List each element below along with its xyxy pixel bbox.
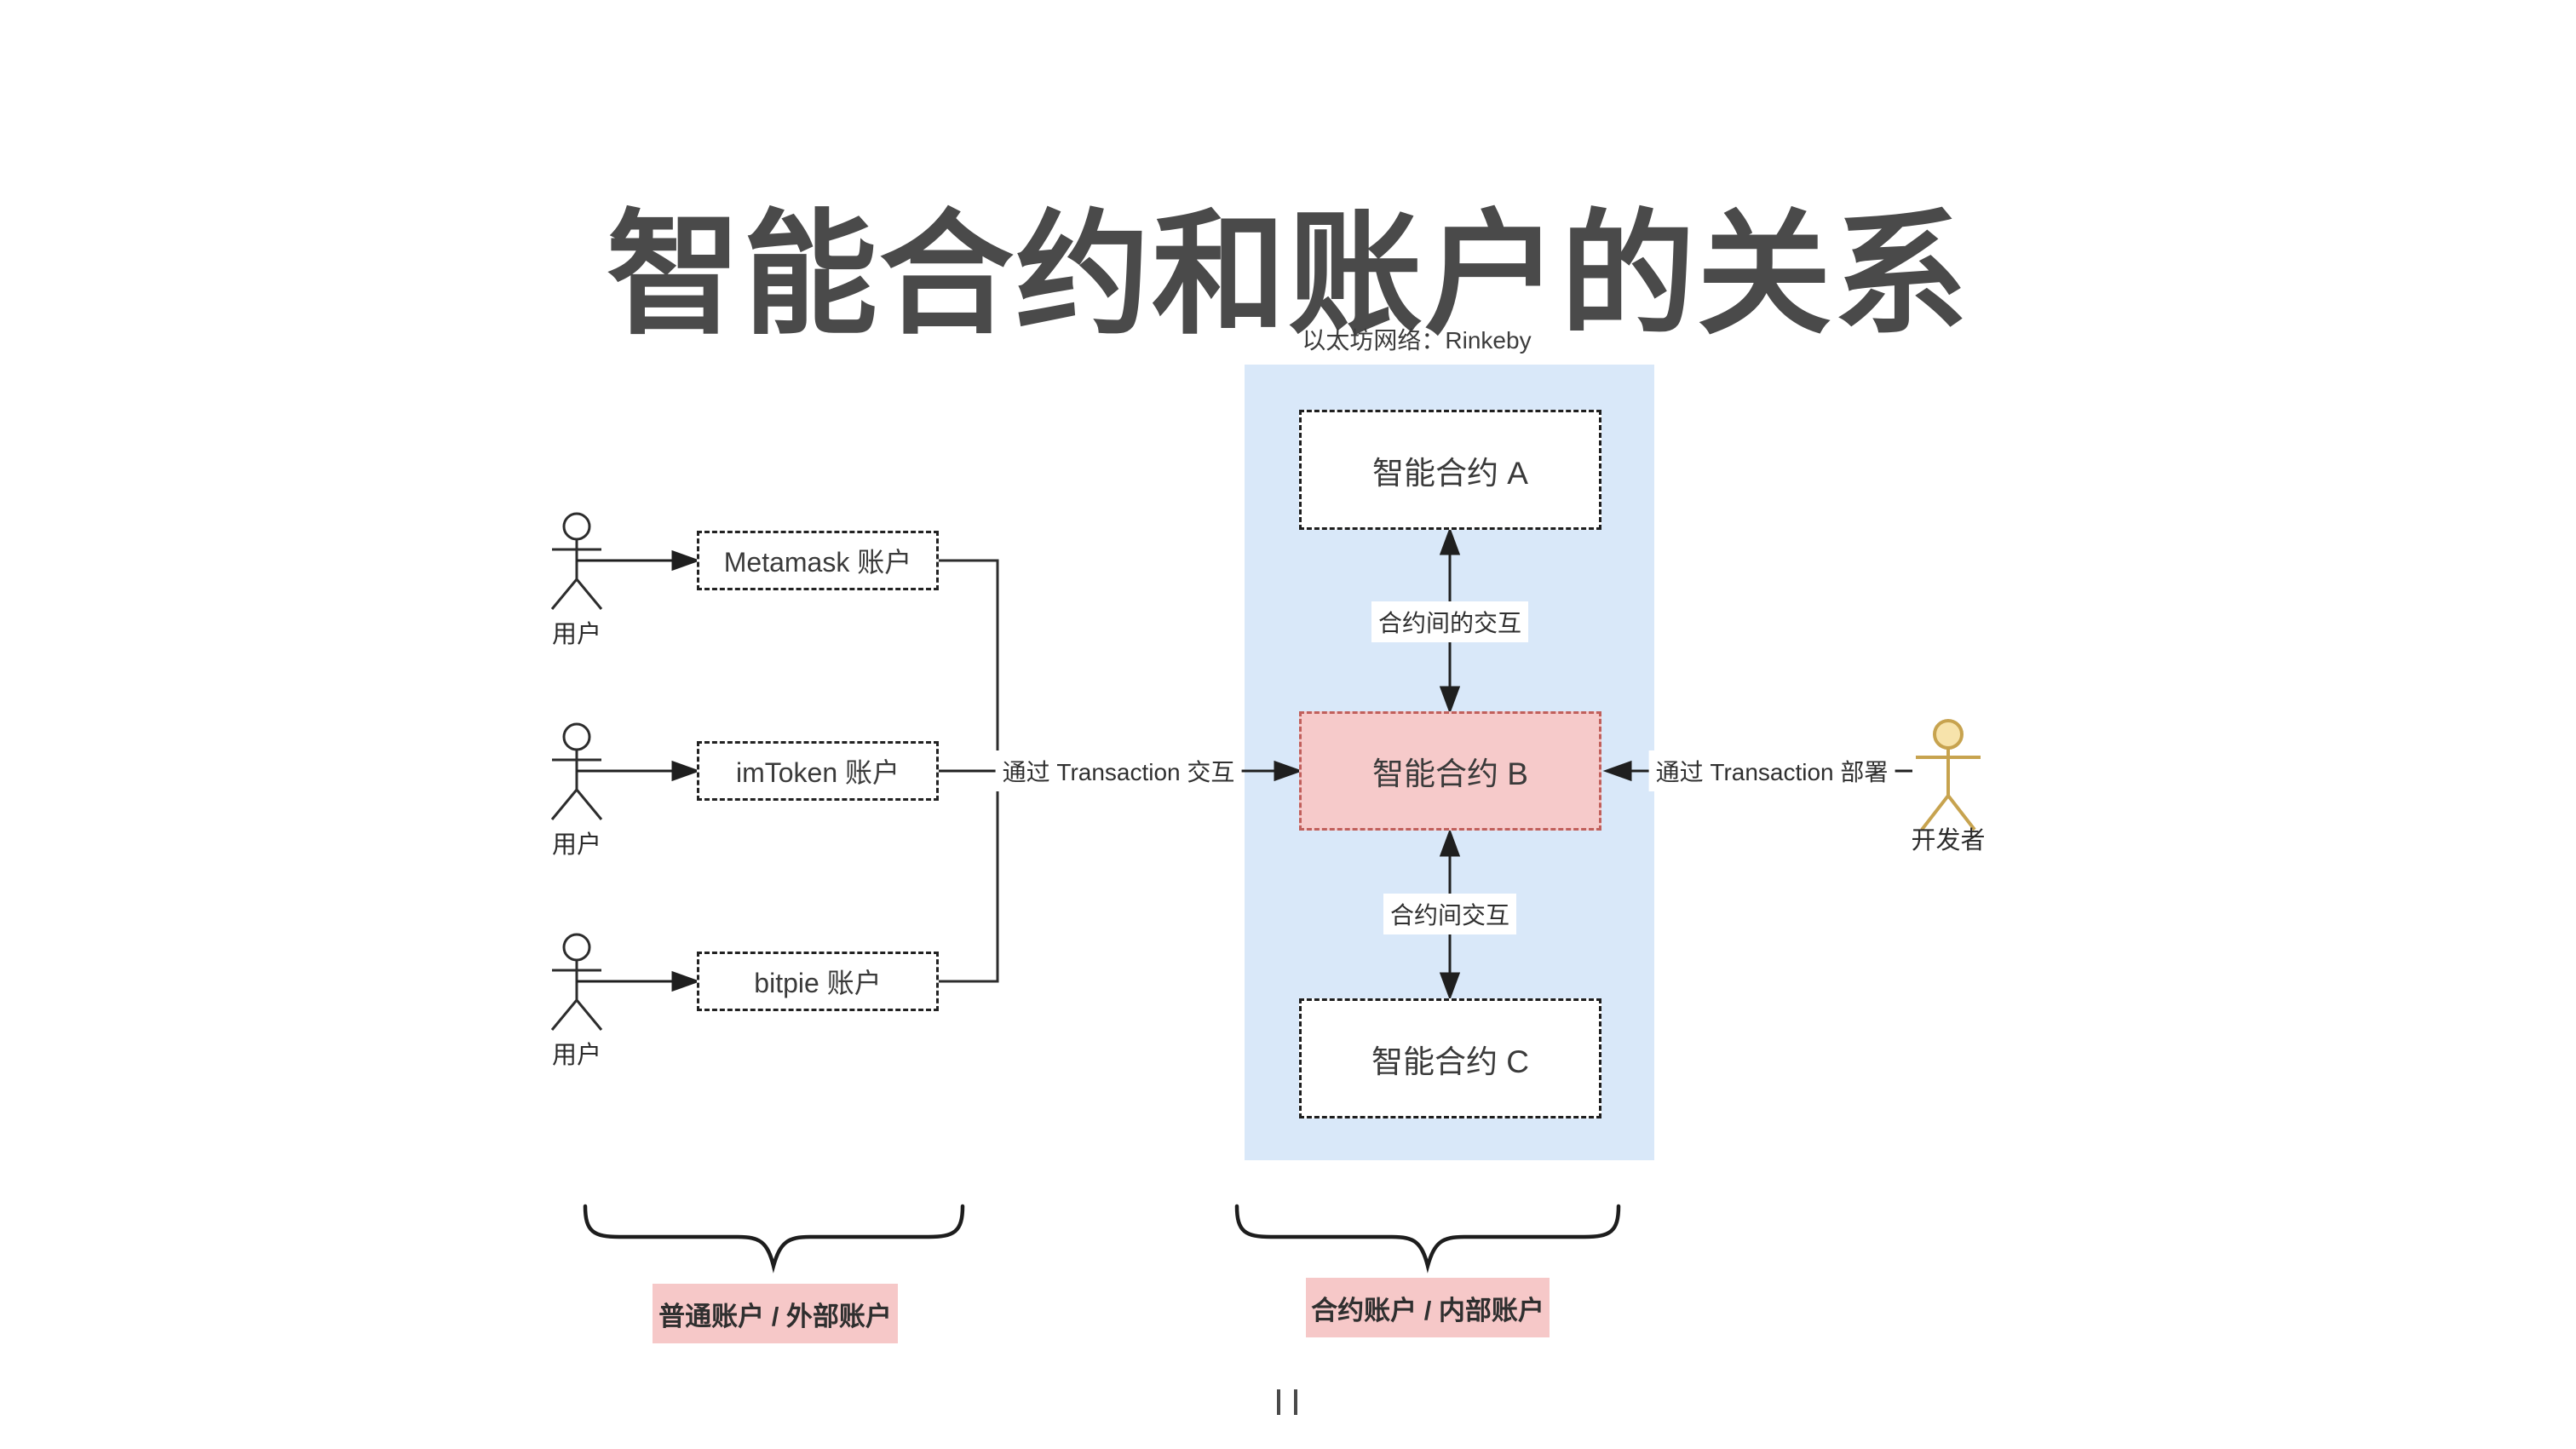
contract-account-chip: 合约账户 / 内部账户 bbox=[1306, 1278, 1550, 1337]
contract-b-box: 智能合约 B bbox=[1299, 711, 1601, 831]
bitpie-account-box: bitpie 账户 bbox=[697, 952, 939, 1011]
developer-label: 开发者 bbox=[1911, 827, 1986, 854]
imtoken-account-box: imToken 账户 bbox=[697, 741, 939, 801]
transaction-deploy-label: 通过 Transaction 部署 bbox=[1648, 750, 1895, 791]
page-title: 智能合约和账户的关系 bbox=[607, 199, 1969, 350]
contract-ab-arrow bbox=[1439, 526, 1461, 715]
network-label: 以太坊网络：Rinkeby bbox=[1302, 327, 1532, 354]
contract-ab-label: 合约间的交互 bbox=[1371, 601, 1529, 642]
developer-figure-icon bbox=[1916, 719, 1981, 831]
external-account-chip: 普通账户 / 外部账户 bbox=[653, 1284, 898, 1343]
contract-bc-label: 合约间交互 bbox=[1383, 894, 1517, 934]
pause-bars-icon bbox=[1277, 1389, 1297, 1415]
user-label: 用户 bbox=[551, 1042, 602, 1069]
contract-c-box: 智能合约 C bbox=[1299, 998, 1601, 1118]
user-label: 用户 bbox=[551, 831, 602, 859]
user-label: 用户 bbox=[551, 621, 602, 648]
transaction-interact-label: 通过 Transaction 交互 bbox=[995, 750, 1242, 791]
user-figure-icon bbox=[550, 512, 603, 610]
metamask-account-box: Metamask 账户 bbox=[697, 531, 939, 590]
left-brace-icon bbox=[583, 1204, 965, 1274]
right-brace-icon bbox=[1234, 1204, 1621, 1274]
contract-a-box: 智能合约 A bbox=[1299, 410, 1601, 530]
user-to-account-arrow bbox=[577, 549, 701, 992]
